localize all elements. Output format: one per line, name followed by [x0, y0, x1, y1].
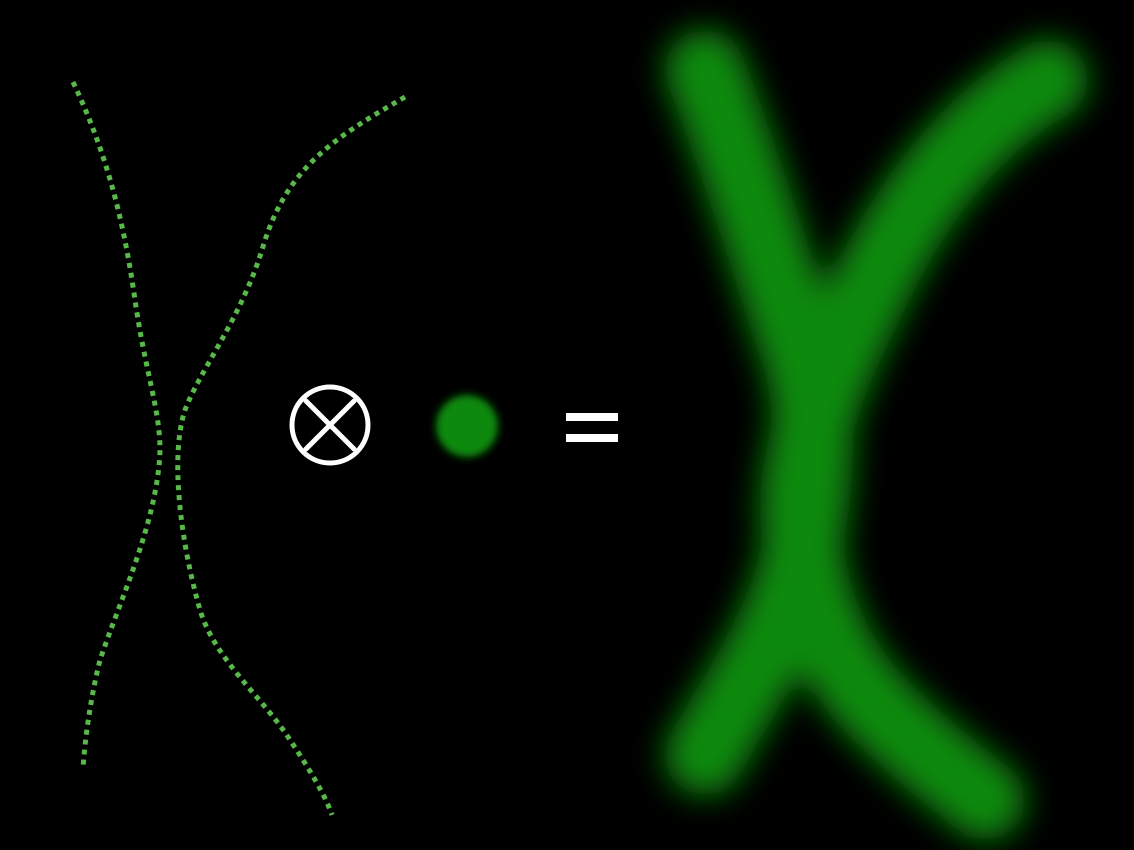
- green-spot: [436, 395, 498, 457]
- dotted-path-left: [73, 82, 160, 768]
- blurred-x-shape: [705, 70, 1048, 800]
- dotted-path-right: [178, 97, 405, 815]
- circled-times-icon: [292, 387, 368, 463]
- equals-icon: [566, 413, 618, 442]
